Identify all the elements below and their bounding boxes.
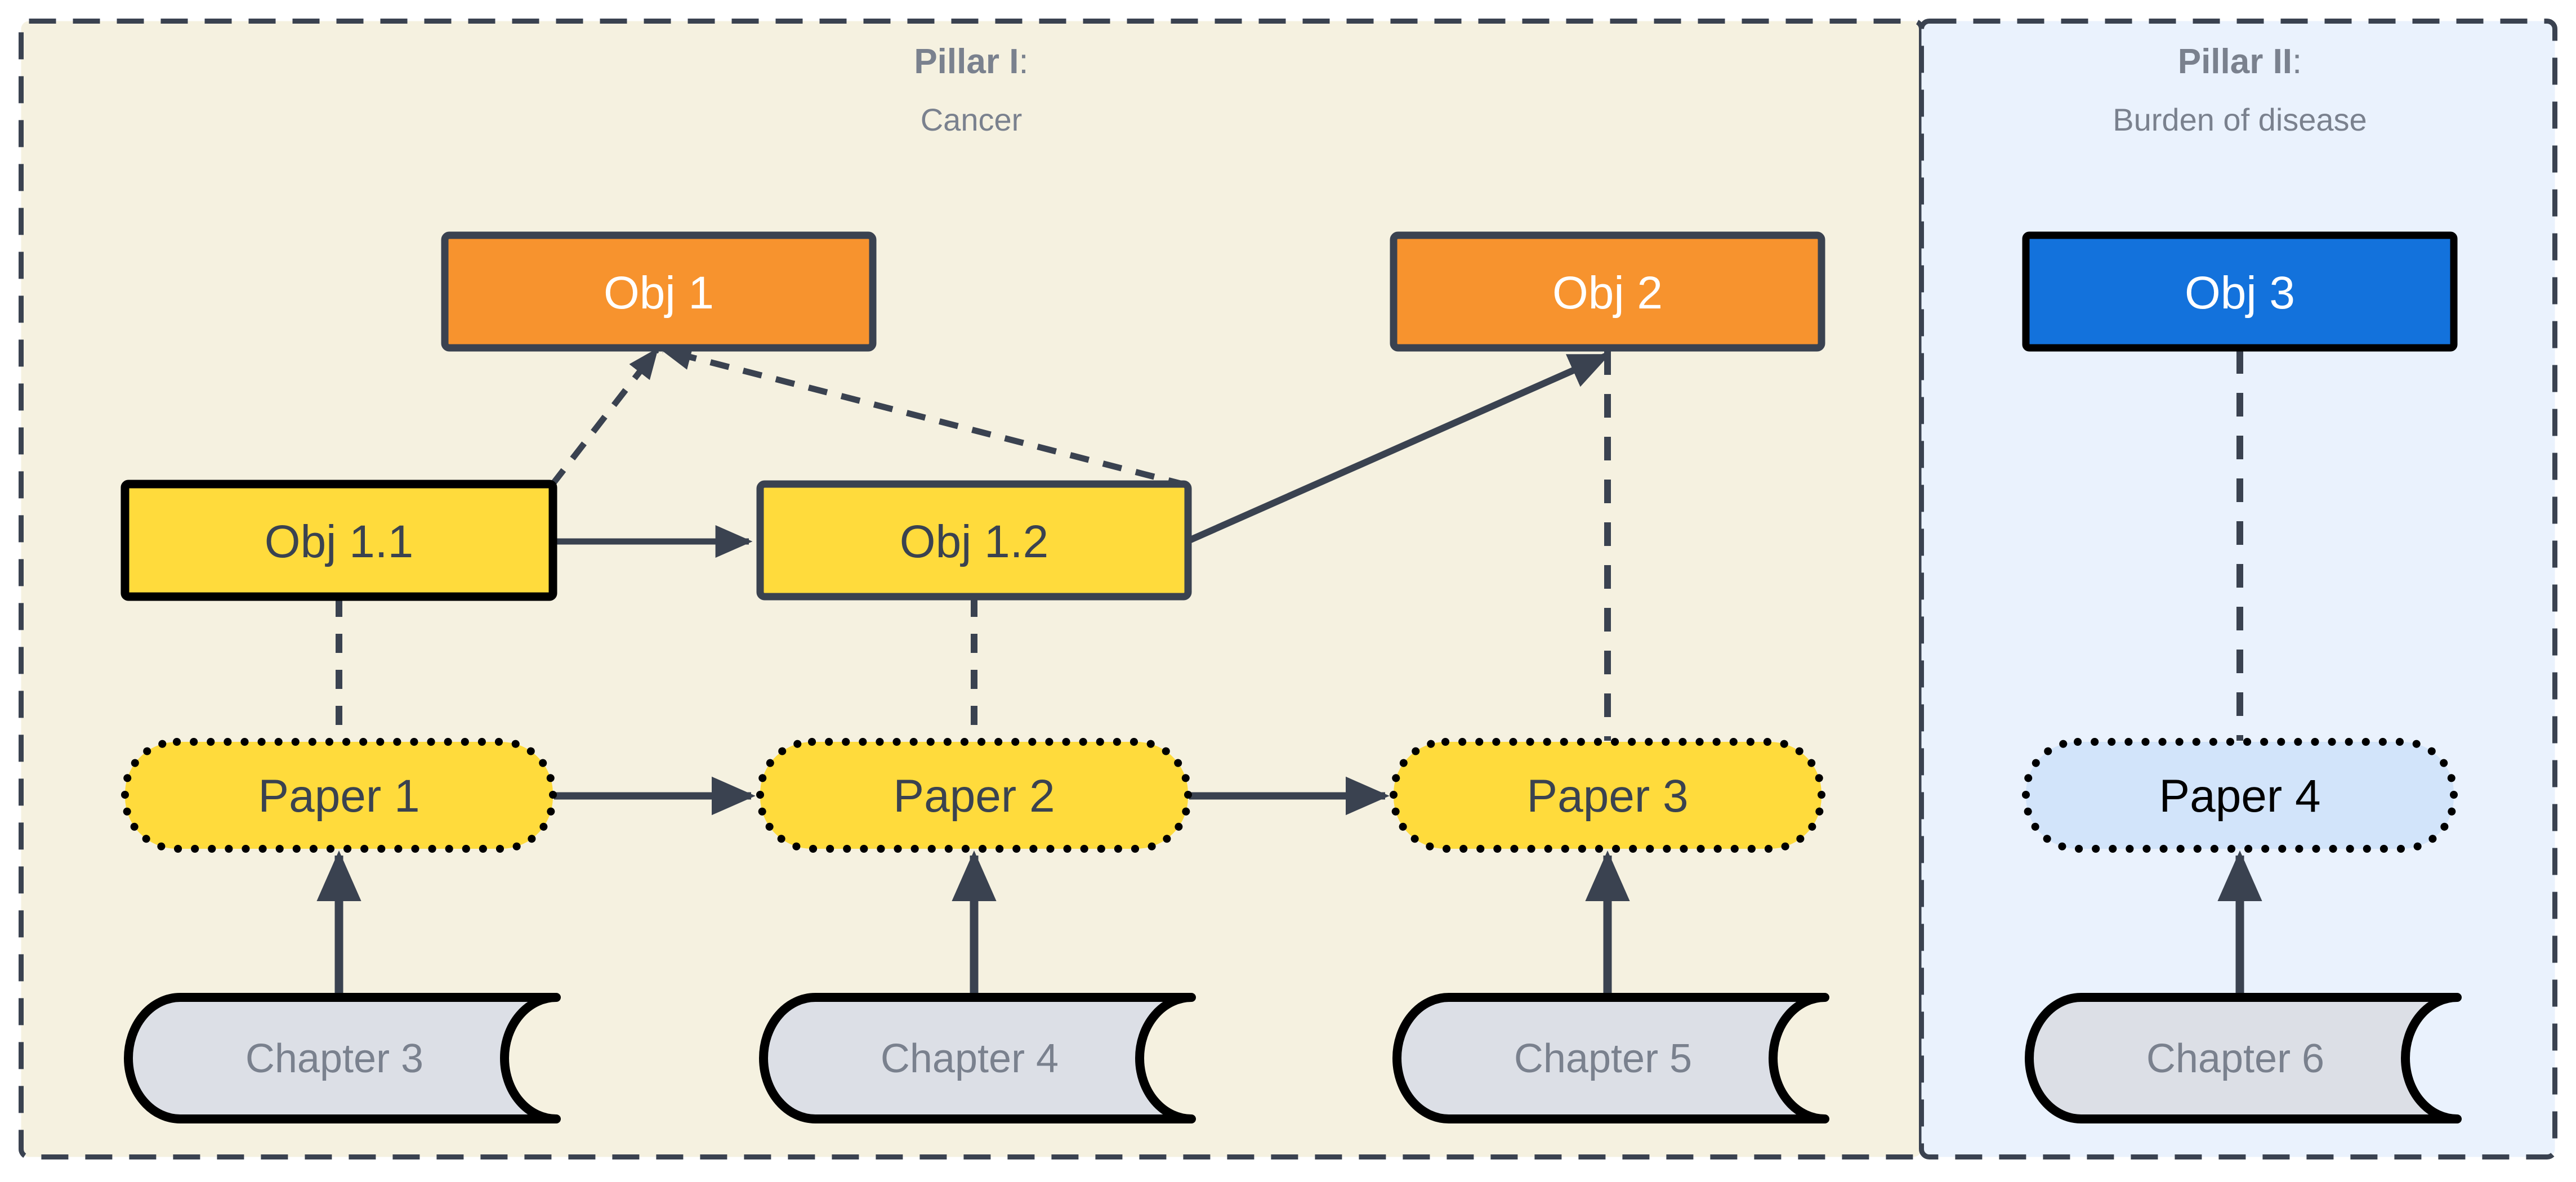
node-obj-1-2[interactable]: Obj 1.2 [756, 480, 1192, 601]
pillar-1-header: Pillar I: Cancer [914, 42, 1028, 137]
node-paper-4[interactable]: Paper 4 [2022, 738, 2458, 853]
edge-obj12-to-obj2 [1187, 352, 1610, 544]
obj-1-box[interactable] [441, 231, 877, 352]
pillar-2-subtitle: Burden of disease [2113, 102, 2367, 137]
obj-2-box[interactable] [1390, 231, 1825, 352]
obj-1-label: Obj 1 [604, 267, 714, 319]
obj-1-2-label: Obj 1.2 [900, 516, 1048, 567]
edges-layer [316, 344, 2262, 996]
node-paper-2[interactable]: Paper 2 [756, 738, 1192, 853]
paper-3-label: Paper 3 [1526, 771, 1688, 822]
paper-4-box[interactable] [2022, 738, 2458, 853]
chapter-3-label: Chapter 3 [245, 1036, 423, 1081]
paper-1-label: Paper 1 [258, 771, 419, 822]
obj-3-box[interactable] [2022, 231, 2458, 352]
chapter-4-shape[interactable] [759, 993, 1196, 1123]
paper-4-label: Paper 4 [2159, 771, 2320, 822]
pillar-2-header: Pillar II: Burden of disease [2113, 42, 2367, 137]
obj-2-label: Obj 2 [1552, 267, 1663, 319]
pillar-2-title: Pillar II [2178, 42, 2292, 81]
chapter-5-label: Chapter 5 [1514, 1036, 1692, 1081]
chapter-4-label: Chapter 4 [881, 1036, 1059, 1081]
obj-3-label: Obj 3 [2185, 267, 2295, 319]
node-paper-1[interactable]: Paper 1 [121, 738, 557, 853]
edge-obj12-to-obj1 [660, 344, 1188, 489]
obj-1-1-box[interactable] [120, 480, 557, 601]
node-obj-2[interactable]: Obj 2 [1390, 231, 1825, 352]
chapter-3-shape[interactable] [124, 993, 561, 1123]
node-paper-3[interactable]: Paper 3 [1390, 738, 1825, 853]
pillar-1-subtitle: Cancer [921, 102, 1023, 137]
paper-2-label: Paper 2 [893, 771, 1055, 822]
paper-1-box[interactable] [121, 738, 557, 853]
svg-text:Pillar I:: Pillar I: [914, 42, 1028, 81]
chapter-6-shape[interactable] [2025, 993, 2462, 1123]
node-chapter-4[interactable]: Chapter 4 [759, 993, 1196, 1123]
svg-text:Pillar II:: Pillar II: [2178, 42, 2302, 81]
node-chapter-3[interactable]: Chapter 3 [124, 993, 561, 1123]
chapter-6-label: Chapter 6 [2146, 1036, 2324, 1081]
pillar-1-title-colon: : [1019, 42, 1028, 81]
node-chapter-6[interactable]: Chapter 6 [2025, 993, 2462, 1123]
chapter-5-shape[interactable] [1392, 993, 1829, 1123]
edge-obj11-to-obj1 [549, 347, 659, 487]
node-chapter-5[interactable]: Chapter 5 [1392, 993, 1829, 1123]
node-obj-3[interactable]: Obj 3 [2022, 231, 2458, 352]
obj-1-2-box[interactable] [756, 480, 1192, 601]
paper-2-box[interactable] [756, 738, 1192, 853]
paper-3-box[interactable] [1390, 738, 1825, 853]
obj-1-1-label: Obj 1.1 [265, 516, 413, 567]
node-obj-1[interactable]: Obj 1 [441, 231, 877, 352]
node-obj-1-1[interactable]: Obj 1.1 [120, 480, 557, 601]
pillar-2-title-colon: : [2292, 42, 2302, 81]
pillar-1-title: Pillar I [914, 42, 1019, 81]
